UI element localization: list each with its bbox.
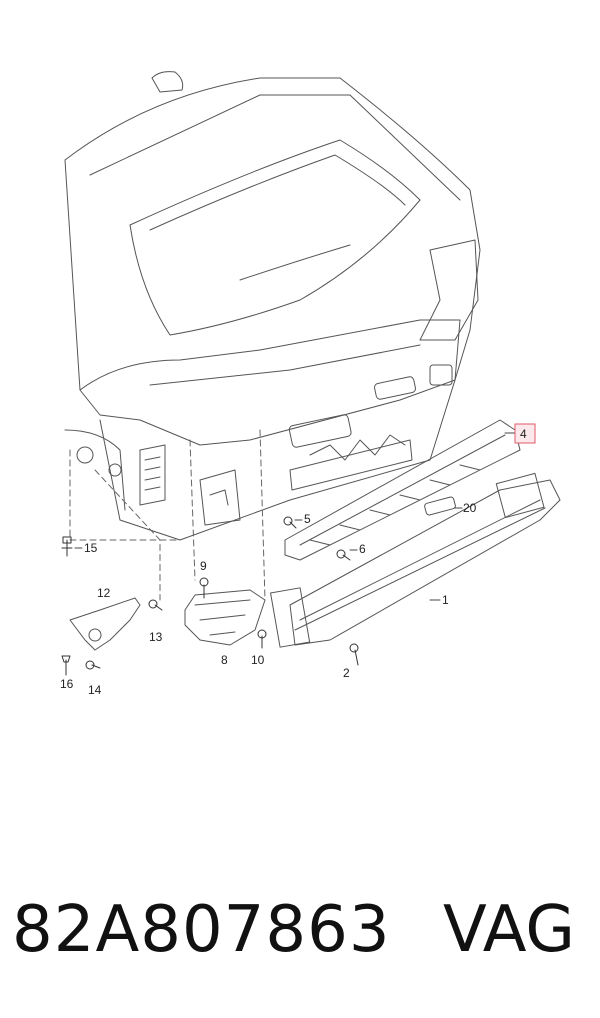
part-number: 82A807863 [12,893,391,967]
part-8-bracket [184,589,266,646]
callout-2: 2 [343,666,350,680]
callout-5: 5 [304,512,311,526]
callout-15: 15 [84,541,98,555]
vehicle-rear-outline [64,71,481,541]
part-12-side-bracket [69,597,141,651]
callout-8: 8 [221,653,228,667]
brand-label: VAG [443,893,575,967]
taillight [419,239,479,341]
antenna-fin [151,71,184,93]
callout-4: 4 [520,427,527,441]
callout-16: 16 [60,677,74,691]
rear-window [129,139,421,336]
callout-labels: 1 2 4 5 6 8 9 10 12 13 14 15 16 20 [60,427,527,697]
exploded-parts-diagram: 1 2 4 5 6 8 9 10 12 13 14 15 16 20 [60,71,561,697]
callout-1: 1 [442,593,449,607]
callout-10: 10 [251,653,265,667]
part-4-bumper-trim [284,419,521,561]
callout-20: 20 [463,501,477,515]
callout-13: 13 [149,630,163,644]
callout-14: 14 [88,683,102,697]
callout-6: 6 [359,542,366,556]
part-1-reinforcement-beam [270,472,561,648]
callout-9: 9 [200,559,207,573]
part-4-highlight [514,423,536,444]
callout-ticks [74,432,516,601]
leader-lines [69,429,266,601]
screws [61,516,359,676]
callout-12: 12 [97,586,111,600]
part-20-block [424,496,456,516]
